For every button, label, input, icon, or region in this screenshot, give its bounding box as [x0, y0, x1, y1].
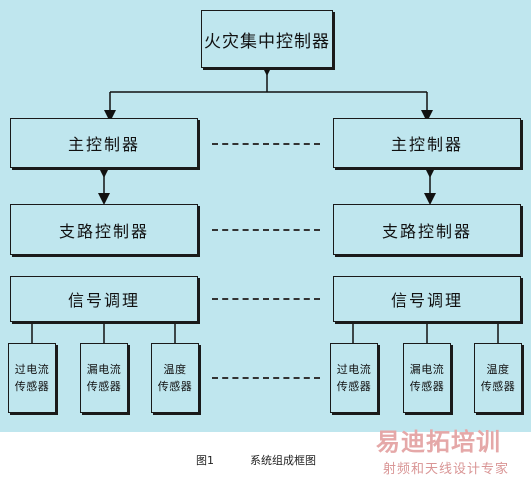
- left-temperature-sensor-box: 温度 传感器: [151, 343, 199, 413]
- right-temperature-sensor-line1: 温度: [486, 363, 510, 376]
- right-temperature-sensor-box: 温度 传感器: [474, 343, 522, 413]
- right-main-controller-box: 主控制器: [333, 118, 521, 168]
- right-signal-conditioning-box: 信号调理: [333, 276, 521, 322]
- diagram-canvas: 火灾集中控制器 主控制器 支路控制器 信号调理 过电流 传感器 漏电流 传感器 …: [0, 0, 531, 432]
- left-branch-controller-box: 支路控制器: [10, 204, 198, 255]
- left-signal-conditioning-label: 信号调理: [67, 291, 140, 310]
- left-branch-controller-label: 支路控制器: [58, 221, 149, 241]
- left-temperature-sensor-line2: 传感器: [157, 380, 193, 393]
- left-main-controller-box: 主控制器: [10, 118, 198, 168]
- right-leakage-sensor-box: 漏电流 传感器: [403, 343, 451, 413]
- right-branch-controller-label: 支路控制器: [381, 221, 472, 241]
- fire-central-controller-label: 火灾集中控制器: [204, 31, 330, 52]
- right-branch-controller-box: 支路控制器: [333, 204, 521, 255]
- right-leakage-sensor-line1: 漏电流: [409, 363, 445, 376]
- connector-lines: [31, 64, 499, 343]
- left-overcurrent-sensor-box: 过电流 传感器: [8, 343, 56, 413]
- left-overcurrent-sensor-line2: 传感器: [14, 380, 50, 393]
- left-overcurrent-sensor-line1: 过电流: [14, 363, 50, 376]
- watermark-logo-text: 易迪拓培训: [376, 428, 501, 456]
- figure-number: 图1: [196, 454, 214, 467]
- right-main-controller-label: 主控制器: [390, 135, 463, 154]
- fire-central-controller-box: 火灾集中控制器: [201, 10, 333, 68]
- right-overcurrent-sensor-line2: 传感器: [336, 380, 372, 393]
- sensor-ellipsis-dots: [212, 377, 320, 379]
- left-main-controller-label: 主控制器: [67, 135, 140, 154]
- right-overcurrent-sensor-line1: 过电流: [336, 363, 372, 376]
- main-ellipsis-dots: [212, 143, 320, 145]
- right-leakage-sensor-line2: 传感器: [409, 380, 445, 393]
- left-temperature-sensor-line1: 温度: [163, 363, 187, 376]
- watermark-tagline: 射频和天线设计专家: [383, 462, 510, 477]
- figure-title: 系统组成框图: [250, 454, 316, 467]
- left-signal-conditioning-box: 信号调理: [10, 276, 198, 322]
- branch-ellipsis-dots: [212, 229, 320, 231]
- left-leakage-sensor-line1: 漏电流: [86, 363, 122, 376]
- right-signal-conditioning-label: 信号调理: [390, 291, 463, 310]
- left-leakage-sensor-box: 漏电流 传感器: [80, 343, 128, 413]
- right-overcurrent-sensor-box: 过电流 传感器: [330, 343, 378, 413]
- left-leakage-sensor-line2: 传感器: [86, 380, 122, 393]
- right-temperature-sensor-line2: 传感器: [480, 380, 516, 393]
- signal-ellipsis-dots: [212, 298, 320, 300]
